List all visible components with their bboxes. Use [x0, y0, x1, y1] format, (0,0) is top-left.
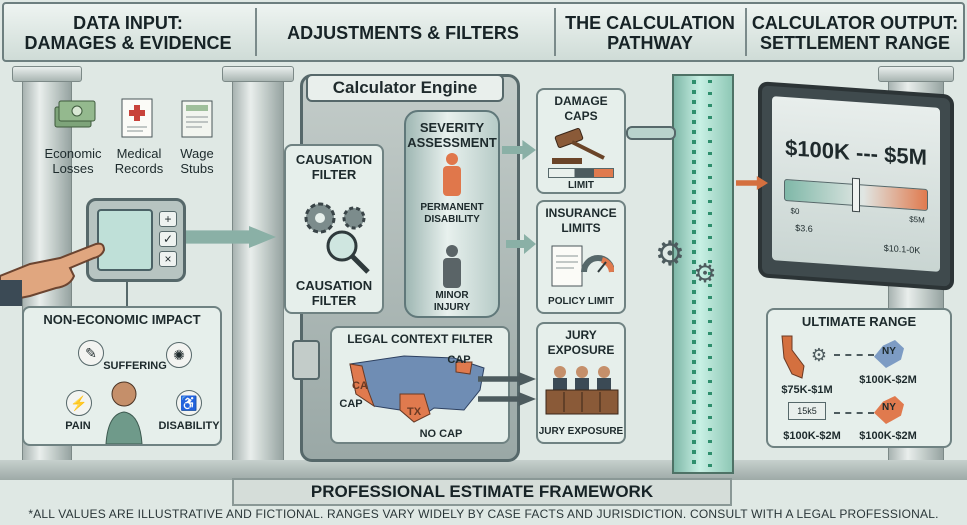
data-stream [708, 80, 712, 470]
money-badge: 15k5 [788, 402, 826, 420]
engine-side-panel [292, 340, 320, 380]
calculation-pathway-tube [672, 74, 734, 474]
non-economic-impact-title: NON-ECONOMIC IMPACT [43, 312, 201, 327]
us-map-icon [344, 350, 494, 430]
check-button-icon[interactable]: ✓ [159, 231, 177, 247]
pillar-capital [878, 66, 954, 82]
gear-small-icon: ⚙ [693, 257, 717, 288]
person-orange-icon [438, 152, 466, 196]
jury-box-icon [544, 362, 620, 416]
disclaimer: *ALL VALUES ARE ILLUSTRATIVE AND FICTION… [28, 507, 939, 521]
disability-label: DISABILITY [158, 420, 220, 432]
header-data-input: DATA INPUT: DAMAGES & EVIDENCE [24, 13, 232, 53]
wheelchair-icon: ♿ [176, 390, 202, 416]
header-divider [554, 8, 556, 56]
range-bottom-right: $100K-$2M [859, 430, 917, 442]
plus-button-icon[interactable]: + [159, 211, 177, 227]
wage-stubs-icon [178, 96, 216, 140]
range-ca: $75K-$1M [781, 384, 833, 396]
input-device[interactable]: + ✓ × [86, 198, 186, 282]
connector-line [126, 282, 128, 306]
damage-caps-label: DAMAGE CAPS [554, 94, 608, 123]
tick-left: $0 [790, 206, 800, 217]
medical-records-icon [118, 96, 156, 140]
pillar [232, 82, 284, 462]
data-stream [692, 80, 696, 470]
gear-icon: ⚙ [654, 235, 686, 273]
pointing-hand-icon [0, 236, 110, 306]
gavel-icon [548, 127, 614, 166]
jury-exposure-title: JURY EXPOSURE [547, 328, 615, 357]
range-bottom-left: $100K-$2M [783, 430, 841, 442]
policy-gauge-icon [548, 240, 615, 288]
calculator-engine-title: Calculator Engine [306, 74, 504, 102]
gear-icon: ⚙ [810, 344, 828, 365]
limit-bar [548, 168, 614, 178]
cap-label-left: CAP [339, 398, 363, 410]
pain-label: PAIN [65, 420, 91, 432]
ny-label-top: NY [882, 346, 896, 357]
tx-label: TX [406, 406, 422, 418]
output-monitor: $100K --- $5M $0 $5M $3.6 $10.1-0K [758, 81, 954, 291]
ultimate-range-panel [766, 308, 952, 448]
person-gray-icon [438, 244, 466, 288]
gears-magnifier-icon [296, 194, 376, 274]
header-calculation-pathway: THE CALCULATION PATHWAY [565, 13, 735, 53]
minor-injury-label: MINOR INJURY [433, 290, 471, 313]
permanent-disability-label: PERMANENT DISABILITY [420, 202, 484, 225]
insurance-limits-label: INSURANCE LIMITS [545, 206, 617, 235]
dashed-connector [834, 412, 874, 414]
header-calculator-output: CALCULATOR OUTPUT: SETTLEMENT RANGE [751, 13, 959, 53]
header-divider [745, 8, 747, 56]
pillar-capital [12, 66, 82, 82]
ca-label: CA [352, 380, 368, 392]
range-ny-top: $100K-$2M [859, 374, 917, 386]
range-slider-thumb[interactable] [852, 177, 860, 213]
wage-stubs-label: Wage Stubs [180, 146, 214, 176]
tick-right: $5M [909, 214, 925, 225]
no-cap-label: NO CAP [419, 428, 463, 440]
ultimate-range-title: ULTIMATE RANGE [801, 314, 917, 329]
input-device-screen[interactable] [97, 209, 153, 271]
pillar-capital [222, 66, 294, 82]
brain-icon: ✺ [166, 342, 192, 368]
causation-filter-top-label: CAUSATION FILTER [295, 152, 373, 182]
syringe-icon: ✎ [78, 340, 104, 366]
floor-base [0, 460, 967, 480]
medical-records-label: Medical Records [114, 146, 164, 176]
professional-estimate-framework: PROFESSIONAL ESTIMATE FRAMEWORK [232, 478, 732, 506]
causation-filter-bottom-label: CAUSATION FILTER [295, 278, 373, 308]
close-button-icon[interactable]: × [159, 251, 177, 267]
money-stack-icon [50, 96, 98, 136]
economic-losses-label: Economic Losses [44, 146, 102, 176]
suffering-label: SUFFERING [103, 360, 167, 372]
severity-assessment-label: SEVERITY ASSESSMENT [407, 120, 497, 150]
limit-label: LIMIT [567, 180, 595, 191]
dashed-connector [834, 354, 874, 356]
jury-exposure-label: JURY EXPOSURE [538, 426, 624, 437]
pain-icon: ⚡ [66, 390, 92, 416]
causation-filter-panel [284, 144, 384, 314]
person-icon [104, 378, 144, 445]
california-icon [778, 334, 808, 380]
pipe [626, 126, 676, 140]
ny-label-bottom: NY [882, 402, 896, 413]
legal-context-filter-title: LEGAL CONTEXT FILTER [347, 332, 493, 346]
header-divider [255, 8, 257, 56]
header-banner [2, 2, 965, 62]
header-adjustments: ADJUSTMENTS & FILTERS [287, 23, 519, 43]
policy-limit-label: POLICY LIMIT [548, 296, 614, 307]
cap-label-top: CAP [447, 354, 471, 366]
input-arrow [186, 226, 276, 248]
